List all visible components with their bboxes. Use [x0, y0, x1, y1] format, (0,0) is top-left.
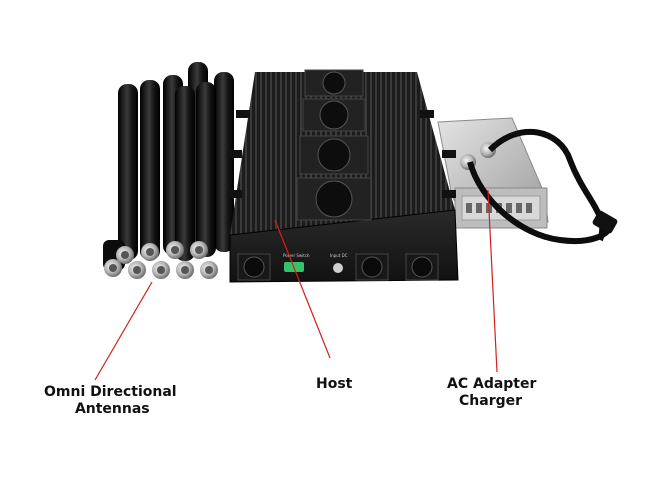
n-connector-icon: [116, 246, 134, 264]
adapter-label-line2: Charger: [459, 393, 523, 409]
fan-icon: [237, 253, 271, 281]
input-label: Input DC: [330, 253, 348, 258]
n-connector-icon: [176, 261, 194, 279]
antenna: [196, 82, 216, 257]
adapter-label: AC Adapter Charger: [447, 376, 536, 410]
fan-icon: [304, 69, 364, 97]
ac-adapter: [437, 117, 618, 244]
n-connector-icon: [166, 241, 184, 259]
pointer-host: [274, 219, 331, 359]
n-connector-icon: [152, 261, 170, 279]
fan-icon: [296, 177, 372, 221]
antenna: [118, 84, 138, 260]
n-connector-icon: [190, 241, 208, 259]
antenna: [214, 72, 234, 252]
n-connector-icon: [104, 259, 122, 277]
host-label: Host: [316, 376, 353, 392]
fan-icon: [302, 98, 366, 132]
n-connector-icon: [200, 261, 218, 279]
antenna: [175, 86, 195, 261]
pointer-antennas: [94, 281, 153, 381]
fan-icon: [299, 135, 369, 175]
antennas-label-line1: Omni Directional: [44, 384, 177, 400]
pointer-adapter: [487, 189, 498, 373]
antenna: [140, 80, 160, 260]
fan-icon: [355, 253, 389, 281]
n-connector-icon: [128, 261, 146, 279]
power-label: Power Switch: [283, 253, 310, 258]
omni-antennas: [103, 62, 234, 279]
n-connector-icon: [141, 243, 159, 261]
pointer-lines: [94, 189, 498, 381]
host-device: Power Switch Input DC: [228, 69, 459, 283]
adapter-label-line1: AC Adapter: [447, 376, 537, 392]
antennas-label: Omni Directional Antennas: [44, 384, 177, 418]
antennas-label-line2: Antennas: [74, 401, 150, 417]
fan-icon: [405, 253, 439, 281]
